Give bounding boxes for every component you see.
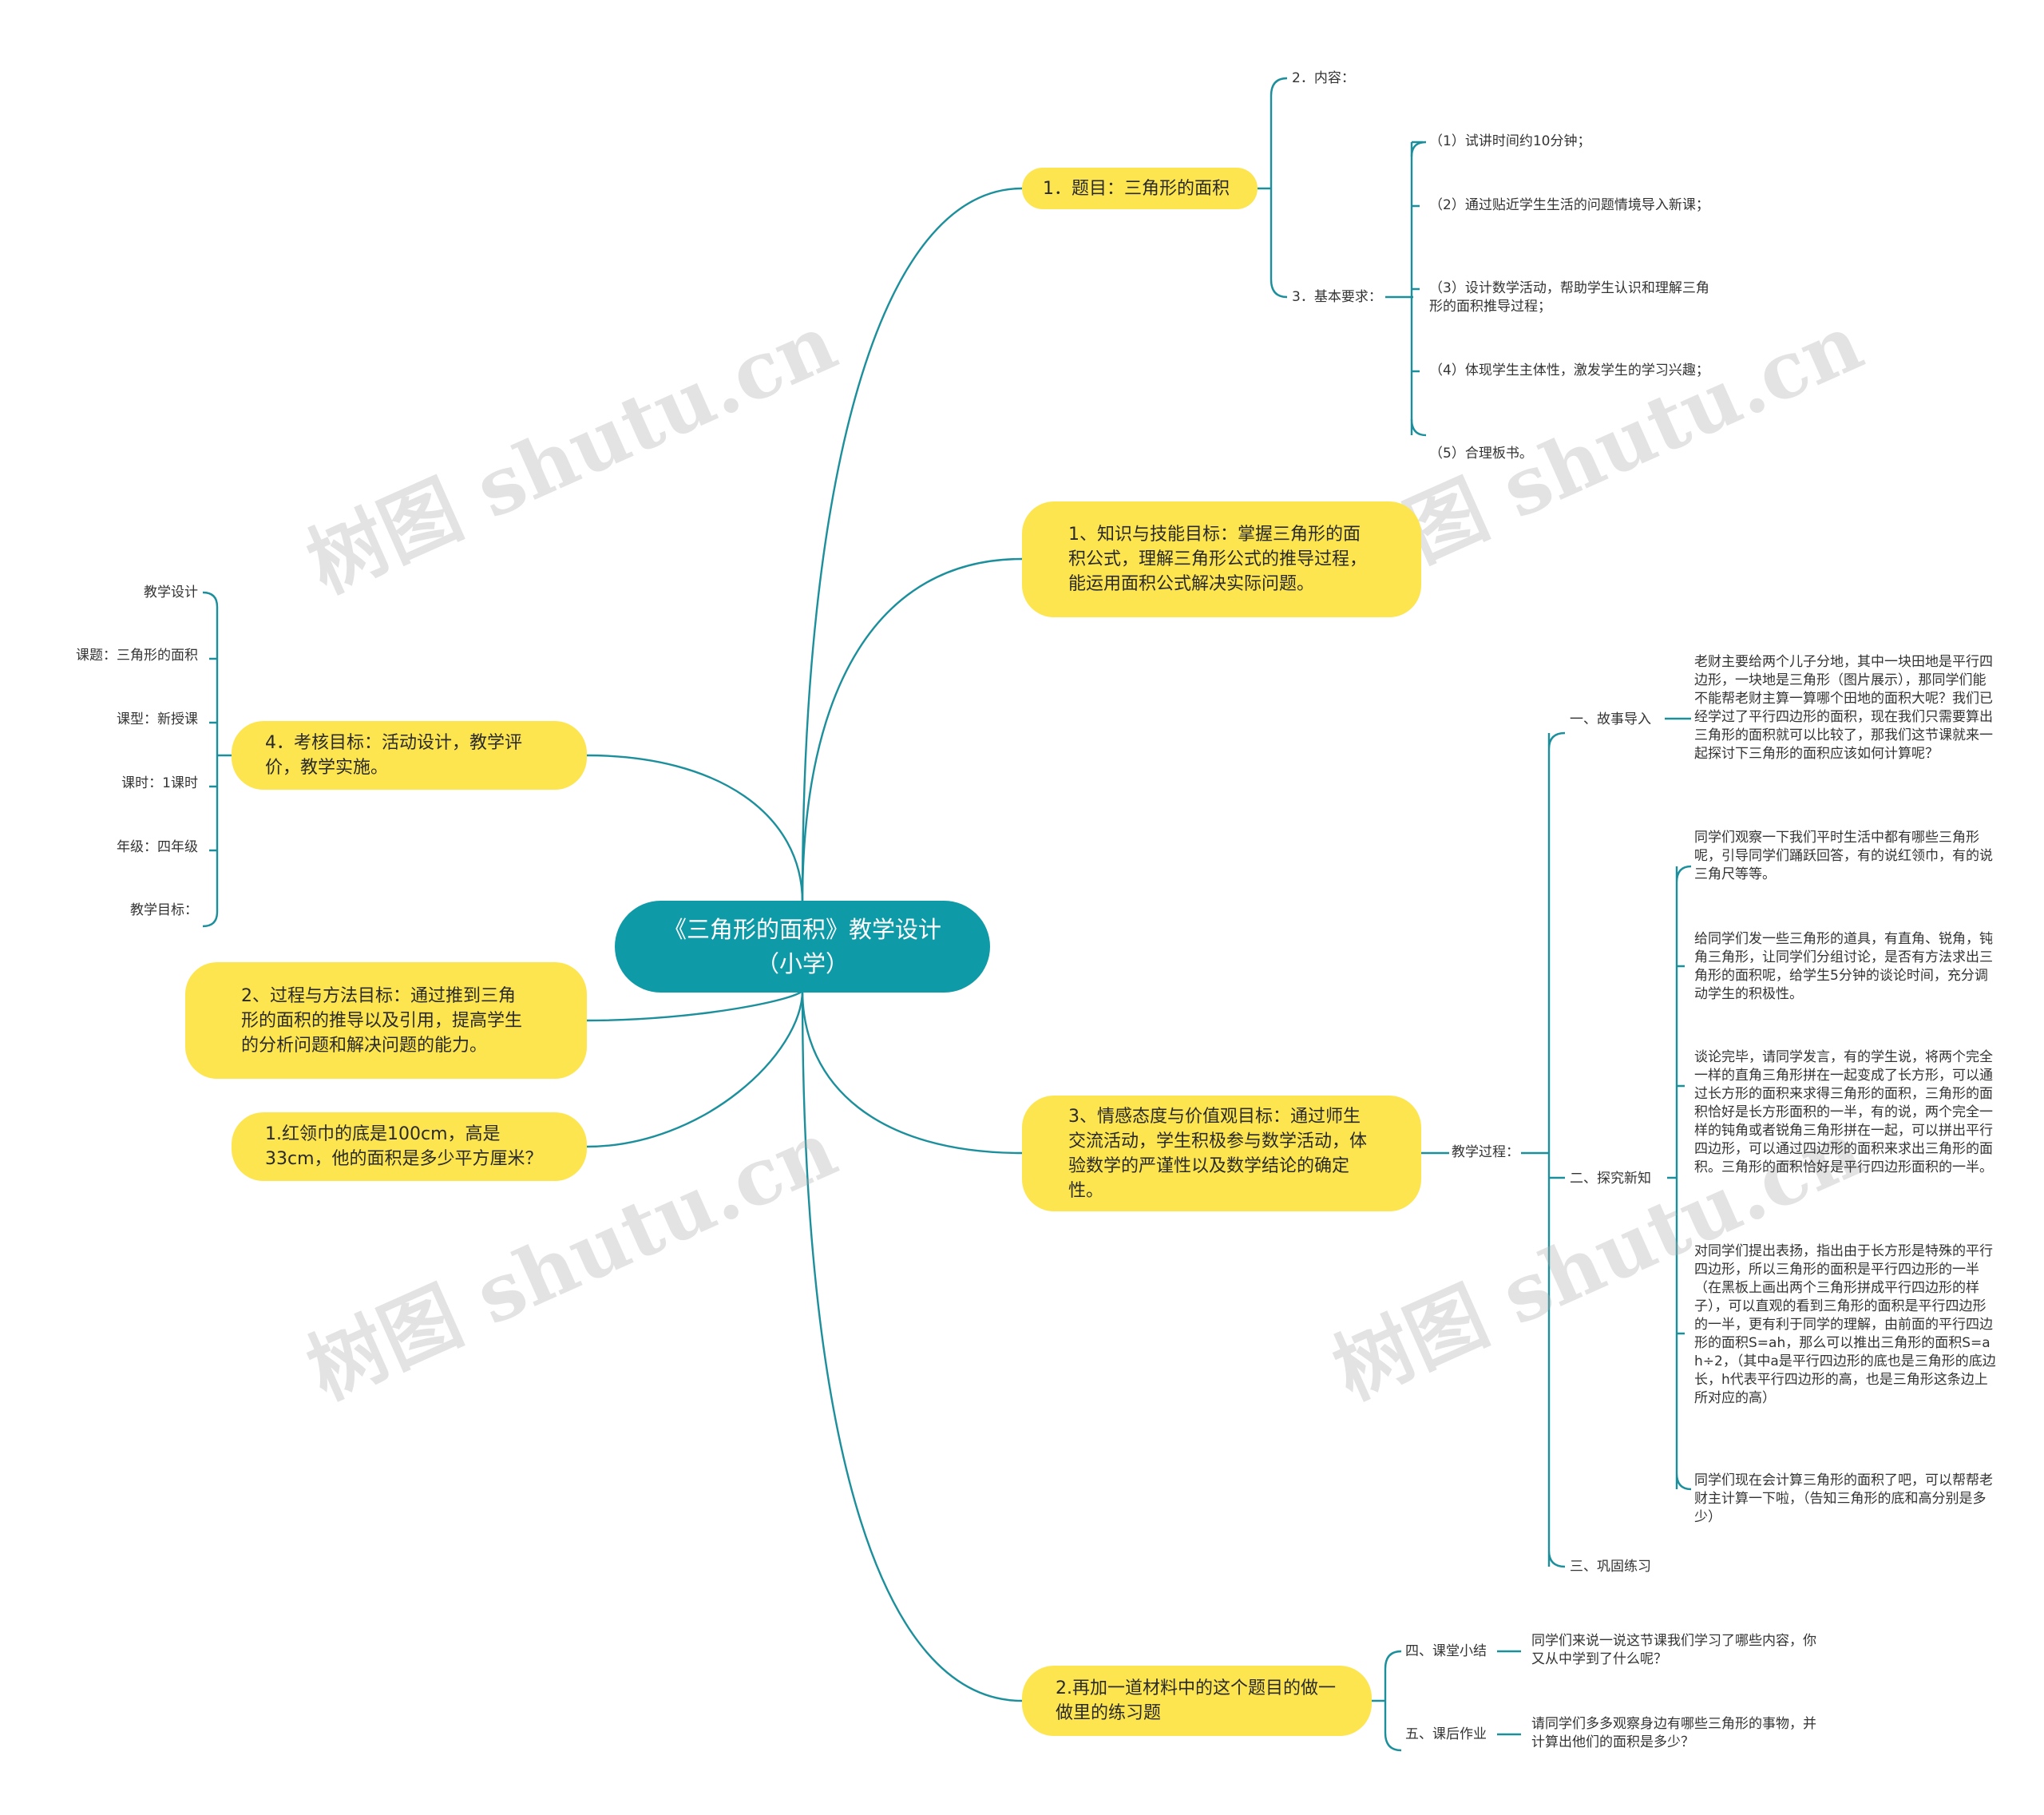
- homework-text[interactable]: 请同学们多多观察身边有哪些三角形的事物，并计算出他们的面积是多少？: [1531, 1716, 1816, 1750]
- requirement-item[interactable]: （4）体现学生主体性，激发学生的学习兴趣；: [1429, 363, 1709, 378]
- emotion-goal-node[interactable]: 3、情感态度与价值观目标：通过师生交流活动，学生积极参与数学活动，体验数学的严谨…: [1022, 1096, 1421, 1211]
- link-exercise-bracket: [1372, 1650, 1402, 1752]
- link-process-bracket: [1547, 731, 1566, 1568]
- assessment-item[interactable]: 课时：1课时: [121, 775, 198, 791]
- link-topic-bracket: [1258, 77, 1288, 299]
- link-root-emotion: [801, 989, 1023, 1155]
- summary-text[interactable]: 同学们来说一说这节课我们学习了哪些内容，你又从中学到了什么呢？: [1531, 1633, 1816, 1667]
- link-root-topic: [801, 187, 1023, 903]
- story-label[interactable]: 一、故事导入: [1570, 711, 1651, 727]
- assessment-item[interactable]: 年级：四年级: [117, 839, 198, 855]
- content-label[interactable]: 2．内容：: [1292, 70, 1355, 86]
- practice-label[interactable]: 三、巩固练习: [1570, 1559, 1651, 1575]
- summary-label[interactable]: 四、课堂小结: [1405, 1643, 1487, 1659]
- requirement-item[interactable]: （5）合理板书。: [1429, 446, 1533, 462]
- link-root-exercise: [801, 989, 1023, 1702]
- link-root-process: [586, 989, 804, 1022]
- homework-label[interactable]: 五、课后作业: [1405, 1726, 1487, 1742]
- question-node[interactable]: 1.红领巾的底是100cm，高是33cm，他的面积是多少平方厘米？: [232, 1112, 587, 1181]
- link-root-assessment: [586, 754, 804, 903]
- explore-item[interactable]: 对同学们提出表扬，指出由于长方形是特殊的平行四边形，所以三角形的面积是平行四边形…: [1694, 1243, 1996, 1406]
- requirement-item[interactable]: （3）设计数学活动，帮助学生认识和理解三角形的面积推导过程；: [1429, 280, 1709, 315]
- link-root-knowledge: [801, 557, 1023, 903]
- process-label[interactable]: 教学过程：: [1452, 1144, 1519, 1160]
- requirements-bracket-ends: [1410, 141, 1427, 437]
- link-root-question: [586, 989, 804, 1148]
- link-assessment-bracket: [202, 591, 232, 928]
- exercise-node[interactable]: 2.再加一道材料中的这个题目的做一做里的练习题: [1022, 1666, 1372, 1736]
- explore-item[interactable]: 同学们观察一下我们平时生活中都有哪些三角形呢，引导同学们踊跃回答，有的说红领巾，…: [1694, 830, 1993, 882]
- explore-item[interactable]: 同学们现在会计算三角形的面积了吧，可以帮帮老财主计算一下啦，（告知三角形的底和高…: [1694, 1472, 1993, 1525]
- knowledge-goal-node[interactable]: 1、知识与技能目标：掌握三角形的面积公式，理解三角形公式的推导过程，能运用面积公…: [1022, 501, 1421, 617]
- explore-label[interactable]: 二、探究新知: [1570, 1171, 1651, 1187]
- assessment-node[interactable]: 4．考核目标：活动设计，教学评价，教学实施。: [232, 721, 587, 790]
- requirement-item[interactable]: （1）试讲时间约10分钟；: [1429, 133, 1591, 149]
- requirement-item[interactable]: （2）通过贴近学生生活的问题情境导入新课；: [1429, 197, 1709, 213]
- assessment-item[interactable]: 课题：三角形的面积: [76, 648, 198, 664]
- topic-node[interactable]: 1．题目：三角形的面积: [1022, 168, 1258, 209]
- explore-item[interactable]: 谈论完毕，请同学发言，有的学生说，将两个完全一样的直角三角形拼在一起变成了长方形…: [1694, 1049, 1993, 1175]
- assessment-item[interactable]: 课型：新授课: [117, 711, 198, 727]
- assessment-item[interactable]: 教学设计: [144, 585, 198, 600]
- link-explore-bracket: [1667, 865, 1692, 1491]
- assessment-item[interactable]: 教学目标：: [130, 902, 198, 918]
- story-text[interactable]: 老财主要给两个儿子分地，其中一块田地是平行四边形，一块地是三角形（图片展示），那…: [1694, 654, 1993, 762]
- root-node[interactable]: 《三角形的面积》教学设计（小学）: [615, 901, 990, 993]
- explore-item[interactable]: 给同学们发一些三角形的道具，有直角、锐角，钝角三角形，让同学们分组讨论，是否有方…: [1694, 931, 1993, 1002]
- requirements-label[interactable]: 3．基本要求：: [1292, 289, 1382, 305]
- process-goal-node[interactable]: 2、过程与方法目标：通过推到三角形的面积的推导以及引用，提高学生的分析问题和解决…: [185, 962, 587, 1079]
